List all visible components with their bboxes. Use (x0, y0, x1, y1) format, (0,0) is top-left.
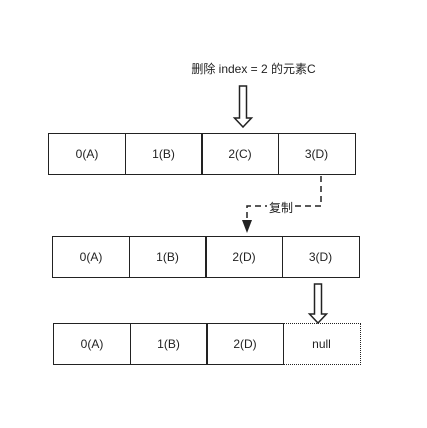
array-cell-null: null (282, 323, 361, 365)
array-row-final: 0(A) 1(B) 2(D) null (53, 323, 361, 365)
array-row-after-copy: 0(A) 1(B) 2(D) 3(D) (52, 236, 360, 278)
copy-label: 复制 (267, 199, 296, 216)
array-cell: 0(A) (53, 323, 131, 365)
array-cell: 1(B) (124, 133, 203, 175)
diagram-title-text: 删除 index = 2 的元素C (191, 62, 316, 76)
array-row-original: 0(A) 1(B) 2(C) 3(D) (48, 133, 356, 175)
down-hollow-arrow-icon (232, 85, 254, 129)
down-hollow-arrow-icon (307, 283, 329, 325)
array-cell: 1(B) (128, 236, 207, 278)
array-cell: 2(D) (205, 236, 283, 278)
arrowhead-icon (242, 220, 252, 233)
array-cell: 0(A) (48, 133, 126, 175)
array-cell: 0(A) (52, 236, 130, 278)
array-cell: 3(D) (277, 133, 356, 175)
diagram-title: 删除 index = 2 的元素C (0, 60, 427, 77)
array-cell: 1(B) (129, 323, 208, 365)
array-cell: 3(D) (281, 236, 360, 278)
array-cell: 2(D) (206, 323, 284, 365)
array-cell: 2(C) (201, 133, 279, 175)
